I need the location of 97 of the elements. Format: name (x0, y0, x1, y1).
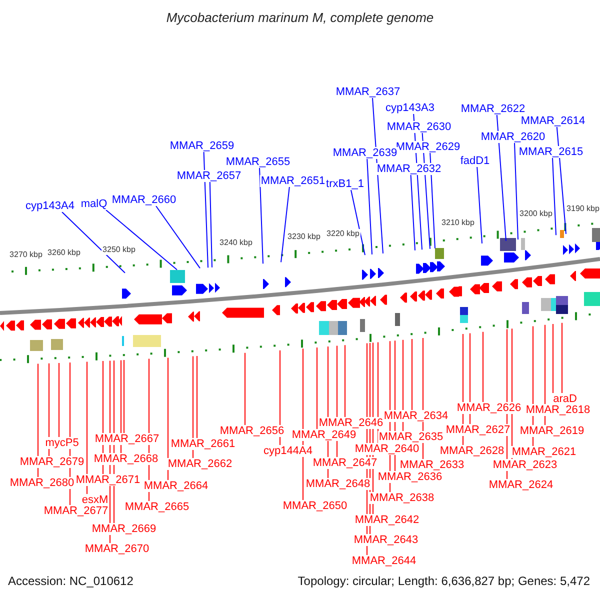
leader-line (402, 339, 404, 432)
leader-line (203, 152, 208, 268)
gene-label: MMAR_2639 (332, 147, 398, 159)
gene-label: MMAR_2669 (90, 523, 158, 535)
gene-label: MMAR_2634 (382, 410, 450, 422)
leader-line (496, 114, 506, 242)
gene-label: MMAR_2640 (354, 443, 420, 455)
gene-label: MMAR_2627 (444, 424, 512, 436)
gene-label: MMAR_2644 (350, 555, 418, 567)
leader-line (410, 174, 416, 251)
gene-label: MMAR_2649 (290, 429, 358, 441)
gene-label: MMAR_2661 (170, 438, 236, 450)
gene-label: cyp143A3 (384, 102, 436, 114)
leader-line (552, 158, 556, 236)
gene-label: MMAR_2680 (8, 477, 76, 489)
gene-label: MMAR_2633 (398, 459, 466, 471)
gene-label: MMAR_2667 (94, 433, 160, 445)
leader-line (192, 356, 194, 458)
gene-label: MMAR_2615 (518, 146, 584, 158)
leader-line (544, 324, 546, 426)
gene-label: MMAR_2677 (42, 505, 110, 517)
gene-label: MMAR_2665 (124, 501, 190, 513)
scale-label: 3250 kbp (102, 245, 136, 256)
scale-label: 3190 kbp (566, 204, 600, 214)
gene-label: cyp144A4 (262, 445, 314, 457)
leader-line (120, 360, 122, 454)
gene-label: MMAR_2670 (84, 543, 150, 555)
leader-line (514, 142, 518, 240)
gene-label: MMAR_2647 (312, 457, 378, 469)
gene-label: MMAR_2624 (488, 479, 554, 491)
gene-label: cyp143A4 (24, 200, 76, 212)
gene-label: MMAR_2679 (18, 456, 86, 468)
gene-label: MMAR_2656 (218, 425, 286, 437)
gene-label: MMAR_2636 (376, 471, 444, 483)
gene-label: MMAR_2630 (386, 121, 452, 133)
gene-label: MMAR_2619 (518, 425, 586, 437)
gene-label: MMAR_2635 (378, 431, 444, 443)
gene-label: MMAR_2620 (480, 131, 546, 143)
gene-label: MMAR_2657 (176, 170, 242, 182)
leader-line (366, 158, 372, 255)
leader-line (482, 331, 484, 402)
gene-label: mycP5 (44, 437, 80, 449)
leader-line (86, 361, 88, 494)
gene-label: MMAR_2650 (282, 500, 348, 512)
scale-label: 3200 kbp (518, 209, 554, 220)
gene-label: trxB1_1 (325, 178, 365, 190)
gene-label: MMAR_2637 (334, 86, 402, 98)
gene-label: MMAR_2660 (110, 194, 178, 206)
gene-label: MMAR_2626 (456, 402, 522, 414)
map-title: Mycobacterium marinum M, complete genome (165, 10, 435, 25)
footer-text: Topology: circular; Length: 6,636,827 bp; Genes: 5,472 (298, 574, 590, 588)
leader-line (350, 190, 366, 256)
leader-line (280, 186, 290, 263)
gene-label: MMAR_2668 (92, 453, 160, 465)
gene-label: MMAR_2655 (224, 156, 292, 168)
footer-text: Accession: NC_010612 (8, 574, 134, 588)
gene-label: MMAR_2632 (376, 163, 442, 175)
gene-label: malQ (80, 198, 108, 210)
scale-label: 3270 kbp (8, 250, 44, 260)
gene-label: MMAR_2638 (368, 492, 436, 504)
gene-label: MMAR_2621 (510, 446, 578, 458)
leader-line (430, 152, 436, 249)
gene-label: MMAR_2623 (492, 459, 558, 471)
leader-line (48, 362, 50, 456)
leader-line (209, 182, 212, 268)
gene-label: MMAR_2671 (74, 474, 142, 486)
gene-label: MMAR_2662 (166, 458, 234, 470)
scale-label: 3240 kbp (218, 238, 254, 248)
leader-line (62, 212, 126, 274)
gene-label: MMAR_2614 (520, 115, 586, 127)
scale-label: 3260 kbp (46, 248, 82, 258)
gene-label: MMAR_2646 (318, 417, 384, 429)
gene-label: MMAR_2642 (354, 514, 420, 526)
gene-label: araD (552, 393, 578, 405)
leader-line (344, 344, 346, 418)
leader-line (58, 362, 60, 438)
scale-label: 3210 kbp (440, 218, 476, 228)
gene-label: MMAR_2659 (168, 140, 236, 152)
gene-label: MMAR_2648 (304, 478, 372, 490)
leader-line (476, 166, 482, 244)
leader-line (316, 346, 318, 430)
gene-label: esxM (80, 494, 110, 506)
gene-label: MMAR_2651 (260, 175, 326, 187)
leader-line (156, 206, 200, 269)
leader-line (259, 168, 264, 264)
scale-label: 3220 kbp (326, 229, 360, 240)
scale-label: 3230 kbp (286, 232, 322, 242)
leader-line (556, 126, 566, 234)
gene-label: fadD1 (459, 155, 491, 167)
gene-label: MMAR_2628 (438, 445, 506, 457)
leader-line (196, 355, 198, 438)
leader-line (106, 210, 178, 270)
gene-label: MMAR_2643 (352, 534, 420, 546)
leader-line (244, 352, 246, 426)
gene-label: MMAR_2622 (460, 103, 526, 115)
gene-label: MMAR_2664 (142, 480, 210, 492)
gene-label: MMAR_2618 (524, 404, 592, 416)
